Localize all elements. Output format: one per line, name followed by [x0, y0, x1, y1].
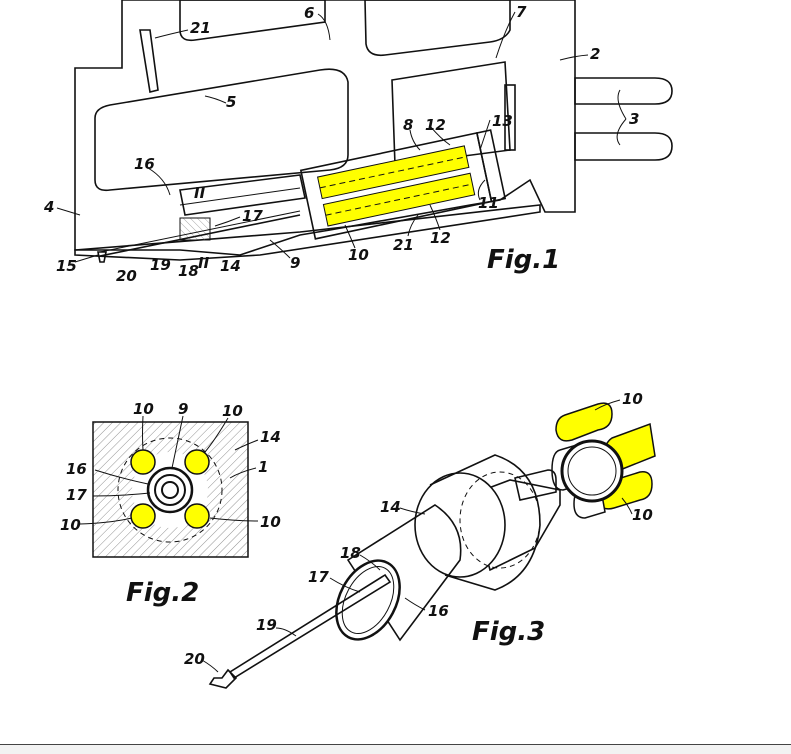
- figure-1: 21 6 7 2 3 5 8 12 13 16 II 4 17 11 12 21…: [43, 0, 673, 285]
- fig2-leaders: [79, 415, 259, 525]
- fig3-label-18: 18: [340, 544, 361, 562]
- fig3-magnet-ring: [551, 402, 656, 519]
- fig1-label-9: 9: [290, 254, 300, 272]
- window-bottom-edge: [0, 744, 791, 754]
- fig1-caption: Fig.1: [487, 245, 560, 275]
- fig1-label-13: 13: [492, 112, 513, 130]
- fig1-stylus: [97, 251, 107, 263]
- fig2-magnet-top-left: [130, 449, 156, 475]
- fig2-label-10-bottom-right: 10: [260, 513, 281, 531]
- fig3-label-19: 19: [256, 616, 277, 634]
- fig1-label-2: 2: [590, 45, 600, 63]
- fig3-cantilever: [228, 573, 392, 680]
- fig1-label-14: 14: [220, 257, 241, 275]
- fig1-label-17: 17: [242, 207, 263, 225]
- fig2-label-14: 14: [260, 428, 281, 446]
- fig1-label-11: 11: [478, 194, 499, 212]
- fig3-leaders: [201, 399, 633, 673]
- fig1-leaders: [56, 11, 627, 263]
- fig2-caption: Fig.2: [126, 578, 199, 608]
- fig1-label-19: 19: [150, 256, 171, 274]
- fig2-magnet-bottom-left: [130, 503, 156, 529]
- fig3-central-bore: [560, 439, 624, 503]
- fig3-label-10-top: 10: [622, 390, 643, 408]
- fig1-label-3: 3: [629, 110, 639, 128]
- fig3-rods: [514, 469, 557, 501]
- fig1-magnet-assembly: [299, 129, 507, 240]
- fig1-label-15: 15: [56, 257, 77, 275]
- fig3-label-16: 16: [428, 602, 449, 620]
- fig1-label-10: 10: [348, 246, 369, 264]
- fig1-label-20: 20: [116, 267, 137, 285]
- fig3-label-17: 17: [308, 568, 329, 586]
- fig1-label-12-top: 12: [425, 116, 446, 134]
- fig3-tube-opening: [335, 559, 401, 641]
- figure-3: 10 10 14 18 17 16 19 20 Fig.3: [184, 390, 656, 689]
- fig1-label-4: 4: [43, 198, 54, 216]
- fig3-label-20: 20: [184, 650, 205, 668]
- fig1-bracket-21: [139, 29, 159, 93]
- fig1-cavity-upper: [364, 0, 511, 57]
- fig2-dashed-circle: [117, 437, 223, 543]
- fig1-label-5: 5: [226, 93, 236, 111]
- fig2-magnet-top-right: [184, 449, 210, 475]
- fig3-label-14: 14: [380, 498, 401, 516]
- fig2-label-16: 16: [66, 460, 87, 478]
- figure-2: 10 9 10 14 1 16 17 10 10 Fig.2: [60, 400, 281, 608]
- fig1-label-21-top: 21: [190, 19, 211, 37]
- fig3-stylus: [208, 668, 238, 689]
- fig3-holder-14: [414, 454, 561, 591]
- fig3-label-10-bottom: 10: [632, 506, 653, 524]
- fig2-label-1: 1: [258, 458, 268, 476]
- fig1-label-6: 6: [304, 4, 314, 22]
- fig2-armature-mid: [154, 474, 186, 506]
- fig1-cavity-5: [94, 68, 349, 192]
- fig1-label-II-bottom: II: [198, 254, 210, 272]
- fig1-label-8: 8: [403, 116, 413, 134]
- fig1-label-18: 18: [178, 262, 199, 280]
- fig1-armature-tube: [179, 174, 306, 216]
- fig1-label-7: 7: [516, 3, 527, 21]
- fig1-label-II-top: II: [194, 184, 206, 202]
- fig1-lower-wedge: [74, 204, 541, 261]
- fig1-label-12-bottom: 12: [430, 229, 451, 247]
- fig1-pin-upper: [574, 77, 673, 105]
- fig1-pin-lower: [574, 132, 673, 161]
- fig1-upper-housing: [74, 0, 576, 256]
- fig3-magnet-top-left: [555, 402, 613, 442]
- fig1-cavity-top-left: [179, 0, 326, 42]
- fig2-armature-inner: [161, 481, 179, 499]
- fig2-label-10-top-left: 10: [133, 400, 154, 418]
- fig2-label-10-bottom-left: 10: [60, 516, 81, 534]
- fig3-tube-16: [335, 504, 462, 642]
- fig2-magnet-bottom-right: [184, 503, 210, 529]
- fig2-label-10-top-right: 10: [222, 402, 243, 420]
- fig3-holder-front: [414, 472, 506, 578]
- fig1-cantilever: [99, 214, 301, 257]
- fig1-pole-piece: [504, 84, 516, 151]
- fig2-label-17: 17: [66, 486, 87, 504]
- fig1-label-21-bottom: 21: [393, 236, 414, 254]
- fig1-label-16: 16: [134, 155, 155, 173]
- fig2-label-9: 9: [178, 400, 188, 418]
- fig3-caption: Fig.3: [472, 617, 545, 647]
